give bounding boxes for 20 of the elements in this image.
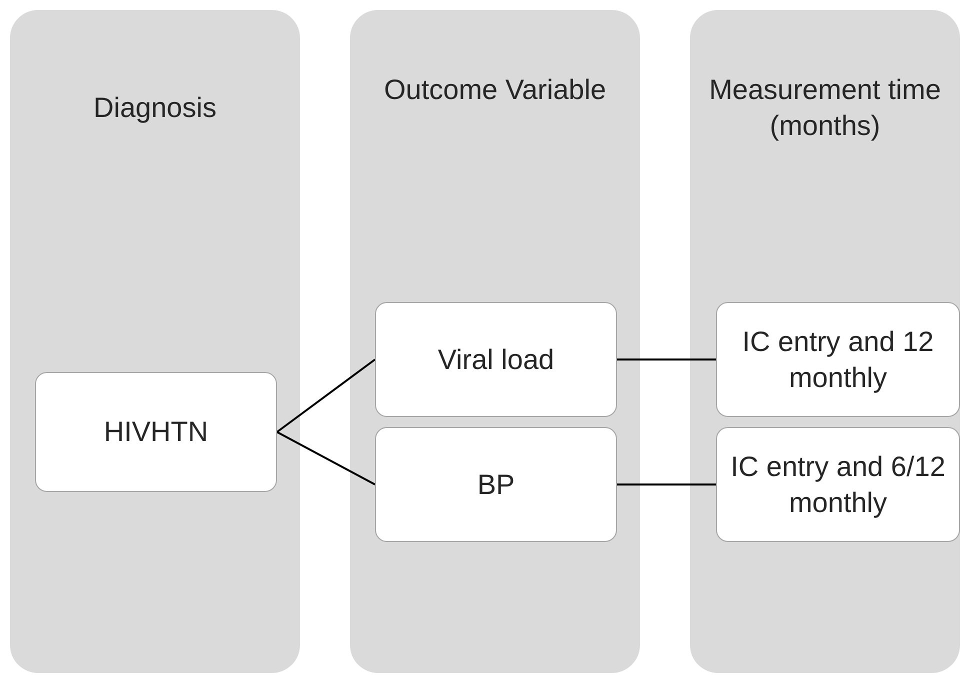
box-label: IC entry and 6/12 monthly [730, 450, 946, 520]
connector-line [276, 358, 376, 433]
column-band [690, 10, 960, 673]
column-heading: Measurement time (months) [708, 73, 942, 143]
column-heading: Diagnosis [92, 91, 218, 125]
process-box [716, 427, 960, 542]
connector-line [617, 484, 716, 486]
box-label: Viral load [436, 342, 556, 376]
column-band [10, 10, 300, 673]
process-box [716, 302, 960, 417]
process-box [375, 427, 617, 542]
process-box [35, 372, 277, 492]
box-label: IC entry and 12 monthly [741, 324, 935, 395]
column-band [350, 10, 640, 673]
connector-line [617, 358, 716, 360]
connector-line [276, 431, 376, 486]
process-box [375, 302, 617, 417]
box-label: HIVHTN [102, 415, 210, 449]
column-heading: Outcome Variable [382, 73, 608, 107]
box-label: BP [476, 468, 516, 502]
